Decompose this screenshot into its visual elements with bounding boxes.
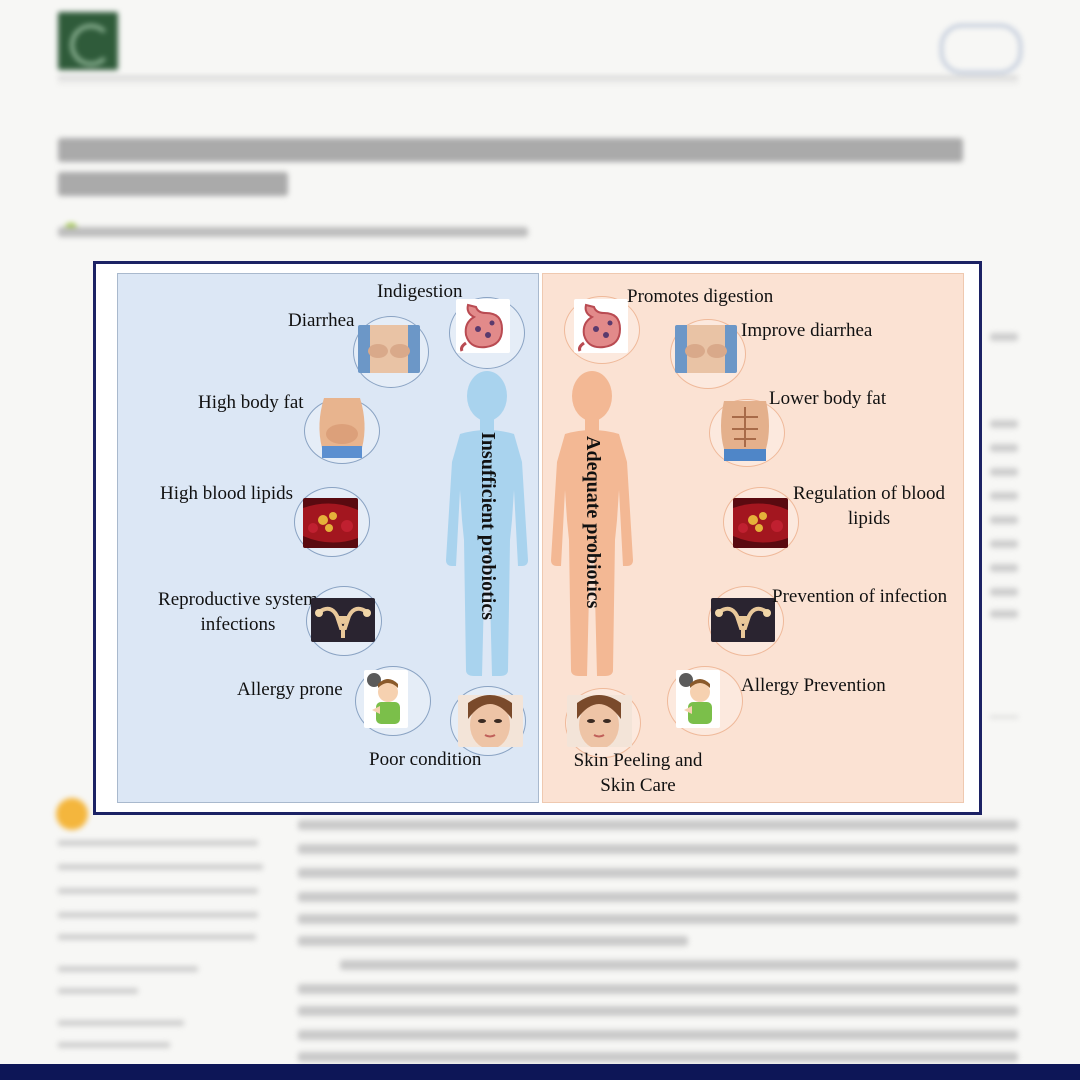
- label-skin-peeling-and-skin-care: Skin Peeling and Skin Care: [553, 748, 723, 798]
- text-fragment: [990, 516, 1018, 524]
- body-text-line: [298, 984, 1018, 994]
- text-fragment: [990, 540, 1018, 548]
- probiotics-figure: Insufficient probiotics Indigestion Diar…: [93, 261, 982, 815]
- label-lower-body-fat: Lower body fat: [769, 388, 887, 409]
- citation-line: [58, 988, 138, 994]
- body-silhouette-blue: [442, 370, 532, 680]
- abdomen-pain-icon: [675, 325, 737, 373]
- muscular-abdomen-icon: [716, 401, 774, 461]
- text-fragment: [990, 564, 1018, 572]
- blood-vessel-icon: [733, 498, 788, 548]
- label-prevention-of-infection: Prevention of infection: [772, 586, 948, 607]
- body-text-line: [298, 892, 1018, 902]
- citation-line: [58, 934, 256, 940]
- label-allergy-prevention: Allergy Prevention: [741, 675, 886, 696]
- title-line-blur: [58, 138, 963, 162]
- text-fragment: [990, 716, 1018, 718]
- citation-line: [58, 888, 258, 894]
- label-promotes-digestion: Promotes digestion: [627, 286, 774, 307]
- label-high-blood-lipids: High blood lipids: [160, 483, 294, 504]
- header-rule-thin: [58, 82, 1018, 83]
- citation-line: [58, 1020, 184, 1026]
- label-reproductive-system-infections: Reproductive system infections: [133, 587, 343, 637]
- label-regulation-of-blood-lipids: Regulation of blood lipids: [779, 481, 959, 531]
- body-text-line: [298, 914, 1018, 924]
- body-text-line: [298, 868, 1018, 878]
- adequate-probiotics-panel: Adequate probiotics Promotes digestion I…: [542, 273, 964, 803]
- label-high-body-fat: High body fat: [198, 392, 304, 413]
- text-fragment: [990, 420, 1018, 428]
- allergy-child-icon: [676, 670, 720, 728]
- stomach-icon: [574, 299, 628, 353]
- body-text-line: [298, 936, 688, 946]
- body-text-line: [298, 1030, 1018, 1040]
- allergy-child-icon: [364, 670, 408, 728]
- citation-line: [58, 912, 258, 918]
- authors-line-blur: [58, 227, 528, 237]
- body-text-line: [298, 844, 1018, 854]
- citation-line: [58, 1042, 170, 1048]
- label-line: Reproductive system: [158, 589, 318, 610]
- left-vertical-title: Insufficient probiotics: [477, 432, 499, 620]
- label-allergy-prone: Allergy prone: [237, 679, 343, 700]
- citation-line: [58, 840, 258, 846]
- abdomen-pain-icon: [358, 325, 420, 373]
- header-rule: [58, 76, 1018, 79]
- right-vertical-title: Adequate probiotics: [582, 436, 604, 609]
- check-updates-icon: [56, 798, 88, 830]
- text-fragment: [990, 444, 1018, 452]
- body-text-line: [340, 960, 1018, 970]
- citation-line: [58, 864, 263, 870]
- insufficient-probiotics-panel: Insufficient probiotics Indigestion Diar…: [117, 273, 539, 803]
- uterus-icon: [711, 598, 775, 642]
- label-diarrhea: Diarrhea: [288, 310, 355, 331]
- blood-vessel-icon: [303, 498, 358, 548]
- label-line: Regulation of blood: [793, 483, 945, 504]
- stomach-icon: [456, 299, 510, 353]
- body-text-line: [298, 1006, 1018, 1016]
- label-line: Skin Care: [600, 775, 676, 796]
- text-fragment: [990, 492, 1018, 500]
- text-fragment: [990, 333, 1018, 341]
- publisher-logo-icon: [940, 24, 1022, 74]
- text-fragment: [990, 610, 1018, 618]
- label-poor-condition: Poor condition: [369, 749, 482, 770]
- face-icon: [458, 695, 523, 747]
- belly-fat-icon: [316, 398, 368, 458]
- bottom-bar: [0, 1064, 1080, 1080]
- title-line-blur: [58, 172, 288, 196]
- text-fragment: [990, 468, 1018, 476]
- face-icon: [567, 695, 632, 747]
- label-indigestion: Indigestion: [377, 281, 463, 302]
- label-line: infections: [200, 614, 276, 635]
- label-line: lipids: [847, 508, 891, 529]
- text-fragment: [990, 588, 1018, 596]
- body-text-line: [298, 1052, 1018, 1062]
- citation-line: [58, 966, 198, 972]
- journal-logo-icon: [58, 12, 118, 70]
- uterus-icon: [311, 598, 375, 642]
- body-silhouette-peach: [547, 370, 637, 680]
- label-line: Skin Peeling and: [573, 750, 703, 771]
- label-improve-diarrhea: Improve diarrhea: [741, 320, 873, 341]
- body-text-line: [298, 820, 1018, 830]
